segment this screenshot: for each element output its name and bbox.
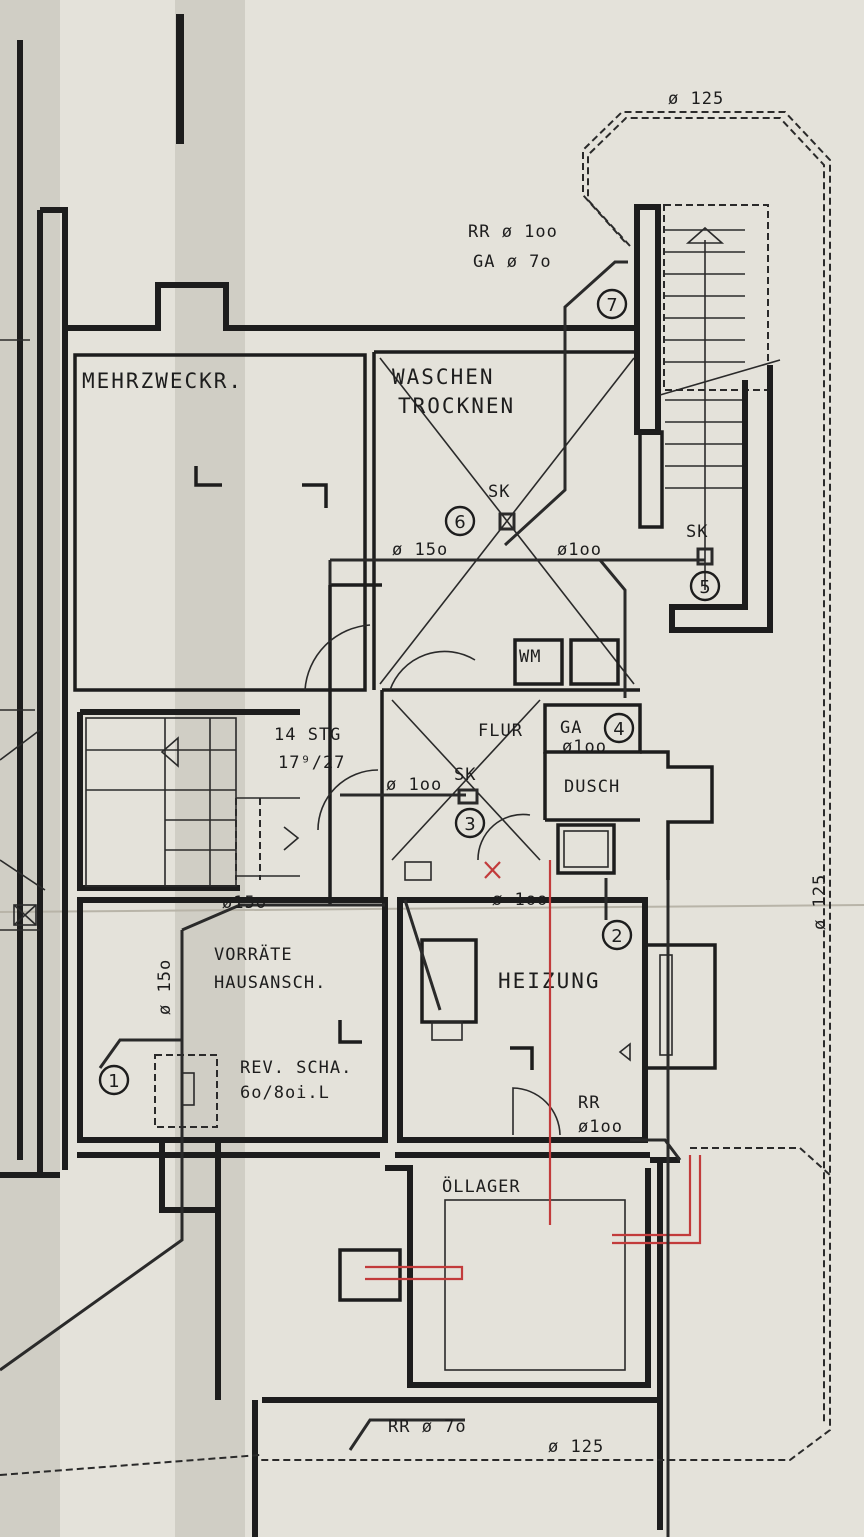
label-d100-flur: ø 1oo <box>386 775 442 795</box>
label-ga70-top: GA ø 7o <box>473 252 552 272</box>
svg-text:3: 3 <box>464 814 475 835</box>
label-d125-top: ø 125 <box>668 89 724 109</box>
room-label-flur: FLUR <box>478 721 523 741</box>
staircase-inner: 14 STG 17⁹/27 <box>77 709 345 891</box>
exterior-walls <box>40 207 680 1537</box>
room-label-waschen: WASCHEN <box>392 365 495 389</box>
label-sk-right: SK <box>686 522 708 542</box>
oil-tank <box>444 1199 626 1371</box>
room-mehrzweck: MEHRZWECKR. <box>73 353 367 692</box>
svg-text:1: 1 <box>108 1071 119 1092</box>
label-rr-heizung: RR <box>578 1093 600 1113</box>
room-vorraete: VORRÄTE HAUSANSCH. REV. SCHA. 6o/8oi.L <box>77 897 388 1213</box>
label-ga-d100: ø1oo <box>562 737 607 757</box>
label-d100-heizung: ø 1oo <box>492 890 548 910</box>
label-d125-bottom: ø 125 <box>548 1437 604 1457</box>
staircase-upper <box>634 204 781 633</box>
svg-text:5: 5 <box>699 577 710 598</box>
marker-5: 5 <box>689 570 721 602</box>
label-rr100-top: RR ø 1oo <box>468 222 558 242</box>
paper-fold-line <box>0 904 864 913</box>
label-d125-right: ø 125 <box>810 874 830 930</box>
room-waschen: WASCHEN TROCKNEN WM <box>372 350 639 690</box>
dryer <box>569 638 620 686</box>
room-oellager: ÖLLAGER <box>338 860 702 1388</box>
marker-4: 4 <box>603 712 635 744</box>
room-label-dusch: DUSCH <box>564 777 620 797</box>
duct-d125: ø 125 ø 125 ø 125 <box>0 89 831 1476</box>
rev-size-label: 6o/8oi.L <box>240 1083 330 1103</box>
neighbour-building <box>0 40 60 1178</box>
svg-text:7: 7 <box>606 295 617 316</box>
label-wm: WM <box>519 647 541 667</box>
svg-text:2: 2 <box>611 926 622 947</box>
label-sk-flur: SK <box>454 765 476 785</box>
stair-steps-label: 14 STG <box>274 725 341 745</box>
marker-2: 2 <box>601 919 633 951</box>
label-ga-flur: GA <box>560 718 582 738</box>
label-d100-wasch: ø1oo <box>557 540 602 560</box>
revision-shaft <box>154 1054 218 1128</box>
room-label-trocknen: TROCKNEN <box>398 394 515 418</box>
neighbour-marker-box <box>176 14 184 144</box>
label-rr-heizung-d: ø1oo <box>578 1117 623 1137</box>
label-sk-wasch: SK <box>488 482 510 502</box>
washing-machine <box>513 638 564 686</box>
rev-label: REV. SCHA. <box>240 1058 352 1078</box>
room-dusche: DUSCH <box>556 777 620 875</box>
label-d150-vert: ø 15o <box>155 959 175 1015</box>
label-rr70-bottom: RR ø 7o <box>388 1417 467 1437</box>
stair-ratio-label: 17⁹/27 <box>278 753 345 773</box>
room-label-vorraete: VORRÄTE <box>214 944 293 965</box>
label-d150-treppe: ø15o <box>222 893 267 913</box>
room-label-hausansch: HAUSANSCH. <box>214 973 326 993</box>
fixture-labels: SK SK SK <box>454 482 708 785</box>
fire-damper <box>404 861 432 881</box>
label-d150-wasch: ø 15o <box>392 540 448 560</box>
room-label-mehrzweck: MEHRZWECKR. <box>82 369 243 393</box>
paper-left-edge-shadow <box>0 0 60 1537</box>
drain-pipes <box>0 260 714 1537</box>
marker-3: 3 <box>454 807 486 839</box>
marker-7: 7 <box>596 288 628 320</box>
svg-text:4: 4 <box>613 719 624 740</box>
marker-1: 1 <box>98 1064 130 1096</box>
svg-text:6: 6 <box>454 512 465 533</box>
marker-6: 6 <box>444 505 476 537</box>
room-label-oellager: ÖLLAGER <box>442 1175 521 1197</box>
pipe-labels: RR ø 1oo GA ø 7o ø 15o ø1oo ø 1oo GA ø1o… <box>155 222 623 1437</box>
room-label-heizung: HEIZUNG <box>498 969 601 993</box>
